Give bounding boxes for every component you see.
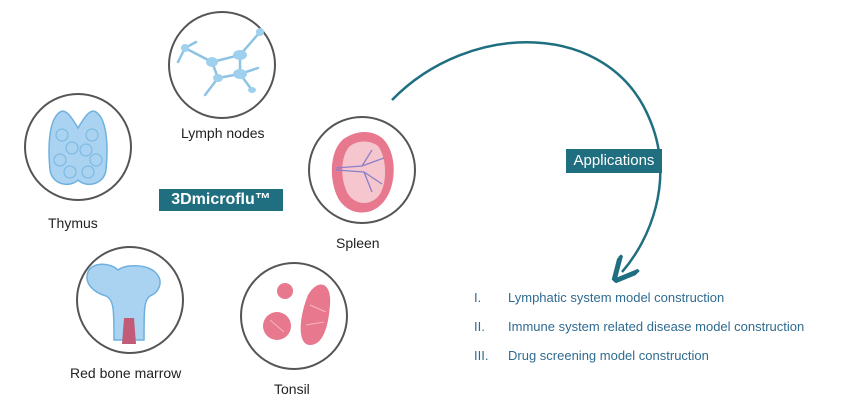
application-item: II. Immune system related disease model c… [474, 319, 804, 334]
organ-label-lymph-nodes: Lymph nodes [181, 125, 265, 141]
application-text: Drug screening model construction [508, 348, 709, 363]
application-number: II. [474, 319, 485, 334]
bone-marrow-icon [76, 246, 184, 354]
application-item: I. Lymphatic system model construction [474, 290, 724, 305]
applications-badge: Applications [566, 149, 662, 173]
organ-label-thymus: Thymus [48, 215, 98, 231]
spleen-icon [308, 116, 416, 224]
application-item: III. Drug screening model construction [474, 348, 709, 363]
application-text: Immune system related disease model cons… [508, 319, 805, 334]
application-number: I. [474, 290, 482, 305]
thymus-icon [24, 93, 132, 201]
brand-badge: 3Dmicroflu™ [159, 189, 283, 211]
application-text: Lymphatic system model construction [508, 290, 725, 305]
organ-label-bone-marrow: Red bone marrow [70, 365, 182, 381]
tonsil-icon [240, 262, 348, 370]
lymph-node-icon [168, 11, 276, 119]
application-number: III. [474, 348, 489, 363]
organ-label-tonsil: Tonsil [274, 381, 310, 397]
organ-label-spleen: Spleen [336, 235, 380, 251]
curved-arrow [391, 41, 662, 272]
